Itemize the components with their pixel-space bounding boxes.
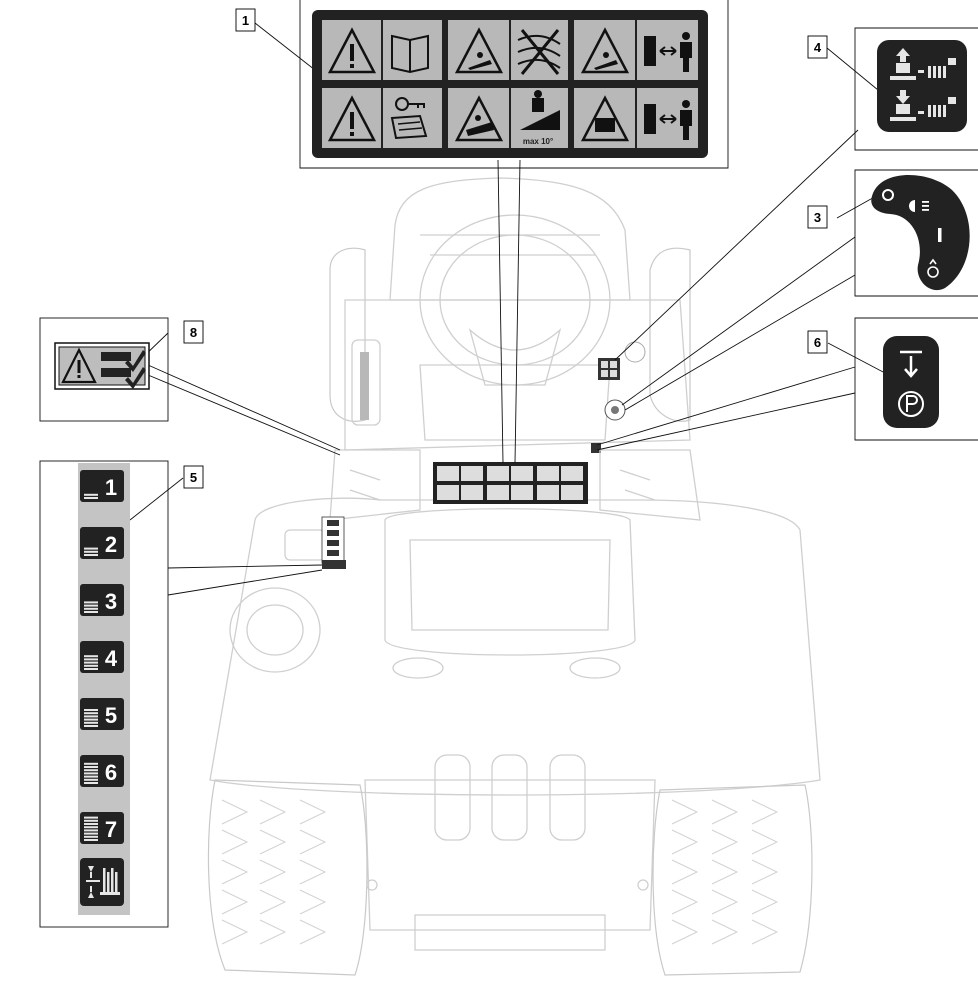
max-slope-icon: max 10° bbox=[520, 90, 560, 146]
height-step-7: 7 bbox=[80, 812, 124, 844]
brake-small-decal bbox=[591, 443, 601, 453]
throttle-knob bbox=[624, 341, 646, 363]
grass-height-bars-icon bbox=[84, 655, 98, 670]
no-hands-blade-icon bbox=[517, 29, 561, 75]
callout-4-label: 4 bbox=[814, 40, 822, 55]
callout-4: 4 bbox=[807, 35, 828, 59]
raise-arrow-icon bbox=[896, 48, 910, 62]
callout-1: 1 bbox=[235, 8, 256, 32]
decal-5-cutting-height-scale: 1 2 3 4 5 6 7 bbox=[78, 463, 130, 915]
height-step-label: 2 bbox=[105, 532, 117, 557]
leader-lines bbox=[129, 22, 886, 596]
callout-6-label: 6 bbox=[814, 335, 821, 350]
keep-distance-icon bbox=[644, 32, 692, 72]
on-position-icon bbox=[938, 228, 942, 242]
callout-8: 8 bbox=[183, 320, 204, 344]
callout-5-label: 5 bbox=[190, 470, 197, 485]
lawn-tractor-outline bbox=[207, 177, 821, 976]
decal-5-frame bbox=[39, 460, 169, 928]
callout-8-label: 8 bbox=[190, 325, 197, 340]
grass-height-bars-icon bbox=[84, 762, 98, 784]
callout-5: 5 bbox=[183, 465, 204, 489]
height-step-label: 1 bbox=[105, 475, 117, 500]
keep-distance-icon-2 bbox=[644, 100, 692, 140]
manual-book-icon bbox=[391, 34, 429, 74]
grass-height-bars-icon bbox=[84, 709, 98, 727]
decal-3-frame bbox=[854, 169, 978, 297]
grass-height-bars-icon bbox=[84, 816, 98, 841]
remove-key-icon bbox=[390, 97, 428, 140]
decal-6-frame bbox=[854, 317, 978, 441]
max-slope-label: max 10° bbox=[523, 137, 553, 146]
height-scale-small-decal bbox=[321, 516, 346, 569]
cutting-height-adjust-icon bbox=[80, 858, 124, 906]
safety-switch-check-icon bbox=[101, 350, 146, 389]
height-step-6: 6 bbox=[80, 755, 124, 787]
grass-height-bars-icon bbox=[84, 493, 98, 499]
callout-3-label: 3 bbox=[814, 210, 821, 225]
callout-6: 6 bbox=[807, 330, 828, 354]
decal-4-cutting-height-lift bbox=[877, 40, 967, 132]
grass-height-bars-icon bbox=[84, 547, 98, 556]
height-step-5: 5 bbox=[80, 698, 124, 730]
headlight-position-icon bbox=[909, 200, 929, 212]
height-step-1: 1 bbox=[80, 470, 124, 502]
height-step-3: 3 bbox=[80, 584, 124, 616]
warning-triangle-icon bbox=[327, 27, 630, 142]
off-position-icon bbox=[882, 189, 894, 201]
decal-8-safety-devices-check bbox=[54, 342, 150, 390]
gear-lever-handle bbox=[360, 352, 369, 420]
decal-8-frame bbox=[39, 317, 169, 422]
parking-p-icon bbox=[898, 391, 924, 417]
height-step-label: 5 bbox=[105, 703, 117, 728]
start-position-icon bbox=[927, 258, 939, 278]
height-step-4: 4 bbox=[80, 641, 124, 673]
height-step-label: 7 bbox=[105, 817, 117, 842]
height-step-label: 3 bbox=[105, 589, 117, 614]
decal-1-frame bbox=[299, 0, 729, 169]
grass-height-bars-icon bbox=[84, 601, 98, 613]
safety-warning-small-decal bbox=[433, 462, 588, 504]
callout-1-label: 1 bbox=[242, 13, 249, 28]
height-step-label: 4 bbox=[105, 646, 118, 671]
callout-3: 3 bbox=[807, 205, 828, 229]
warning-triangle-icon bbox=[61, 347, 97, 384]
decal-3-ignition-positions bbox=[871, 174, 970, 291]
decal-4-frame bbox=[854, 27, 978, 151]
height-step-label: 6 bbox=[105, 760, 117, 785]
height-step-2: 2 bbox=[80, 527, 124, 559]
decal-6-parking-brake bbox=[883, 336, 939, 428]
decal-1-safety-warnings: max 10° bbox=[312, 10, 708, 158]
ignition-key-slot bbox=[611, 406, 619, 414]
brake-engage-arrow-icon bbox=[900, 350, 922, 378]
lower-arrow-icon bbox=[896, 90, 910, 104]
